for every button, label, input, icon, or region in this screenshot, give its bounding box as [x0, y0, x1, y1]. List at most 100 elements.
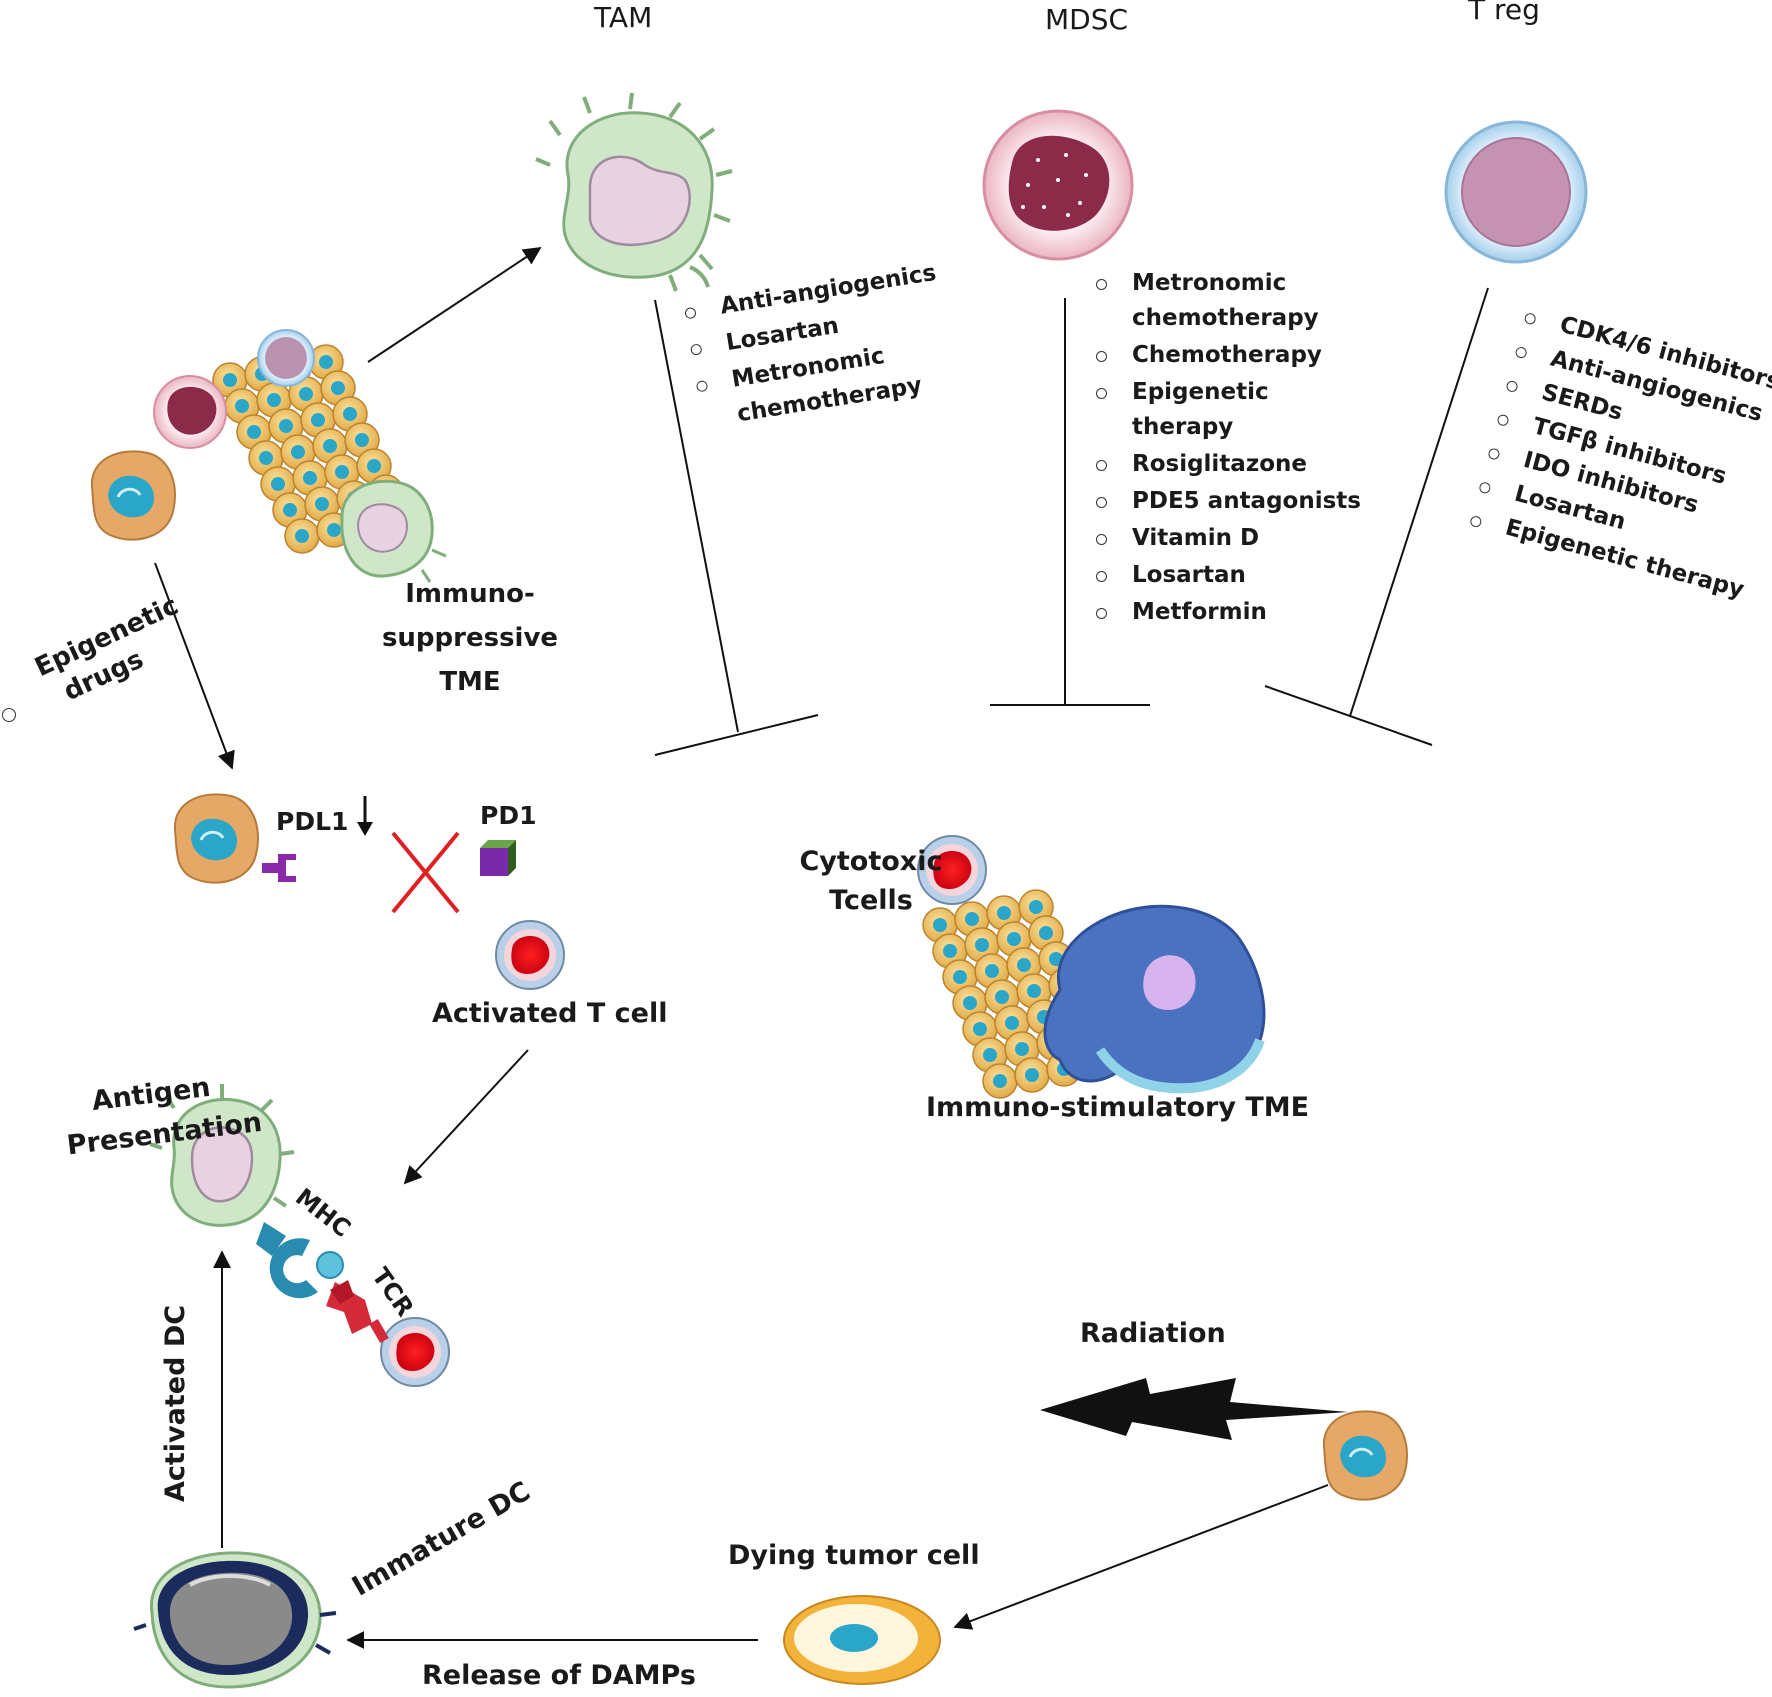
mhc-receptor-icon: [256, 1222, 344, 1299]
tumor-nucleus-icon: [965, 912, 979, 926]
tumor-nucleus-icon: [279, 419, 293, 433]
tumor-cell-pdl1: [173, 793, 259, 884]
mdsc-drug-item: Metronomic: [1094, 265, 1361, 302]
tumor-nucleus-icon: [1027, 984, 1041, 998]
epigenetic-bullet: [2, 708, 16, 722]
mdsc-drug-item: therapy: [1132, 414, 1234, 440]
tumor-nucleus-icon: [1039, 926, 1053, 940]
tumor-cluster-suppressive: [153, 329, 447, 583]
treg-cell: [1444, 120, 1588, 264]
tumor-nucleus-icon: [295, 529, 309, 543]
pd1-label: PD1: [480, 801, 537, 830]
tumor-nucleus-icon: [327, 523, 341, 537]
mdsc-cell: [982, 109, 1134, 261]
header-tam: TAM: [594, 1, 653, 34]
tumor-nucleus-icon: [973, 1022, 987, 1036]
tumor-nucleus-icon: [335, 465, 349, 479]
tumor-nucleus-icon: [943, 944, 957, 958]
activated-t-cell: [495, 920, 565, 990]
tumor-nucleus-icon: [259, 451, 273, 465]
tumor-nucleus-icon: [267, 393, 281, 407]
immunosuppressive-line: TME: [439, 666, 501, 697]
dying-tumor-cell: [783, 1595, 941, 1685]
tumor-nucleus-icon: [283, 503, 297, 517]
cytotoxic-line: Tcells: [829, 885, 913, 917]
tumor-nucleus-icon: [963, 996, 977, 1010]
tumor-nucleus-icon: [995, 990, 1009, 1004]
mdsc-drug-item: Epigenetic: [1094, 374, 1361, 411]
tumor-nucleus-icon: [993, 1074, 1007, 1088]
tumor-nucleus-icon: [303, 471, 317, 485]
cytotoxic-line: Cytotoxic: [799, 846, 943, 877]
immunosuppressive-line: suppressive: [381, 622, 559, 653]
radiation-label: Radiation: [1080, 1318, 1226, 1349]
tumor-nucleus-icon: [331, 381, 345, 395]
pdl1-label: PDL1: [276, 807, 349, 836]
tumor-nucleus-icon: [1029, 900, 1043, 914]
immature-dc-cell: [133, 1551, 337, 1689]
tcr-receptor-icon: [326, 1280, 389, 1344]
tumor-nucleus-icon: [311, 413, 325, 427]
tumor-nucleus-icon: [367, 459, 381, 473]
mdsc-drug-item: PDE5 antagonists: [1094, 483, 1361, 520]
mdsc-drug-item: Vitamin D: [1094, 520, 1361, 557]
tumor-nucleus-icon: [1005, 1016, 1019, 1030]
tumor-nucleus-icon: [1007, 932, 1021, 946]
mdsc-small-icon: [153, 375, 227, 449]
macrophage-icon: [1043, 904, 1266, 1094]
activated-dc-label: Activated DC: [160, 1304, 191, 1502]
header-treg: T reg: [1468, 0, 1540, 26]
treg-small-icon: [257, 329, 315, 387]
tam-small-icon: [340, 479, 447, 583]
tumor-nucleus-icon: [223, 373, 237, 387]
tumor-nucleus-icon: [299, 387, 313, 401]
tumor-nucleus-icon: [271, 477, 285, 491]
tumor-nucleus-icon: [247, 425, 261, 439]
arrow-tme-to-tam: [367, 247, 542, 363]
release-damps-label: Release of DAMPs: [422, 1660, 696, 1691]
arrow-activated-t-to-mhc: [403, 1049, 529, 1185]
inhibit-tam-bar: [654, 714, 819, 756]
tumor-nucleus-icon: [1025, 1068, 1039, 1082]
tumor-cell-radiation: [1322, 1410, 1408, 1501]
mdsc-drug-item: Chemotherapy: [1094, 337, 1361, 374]
down-arrow-icon: [357, 796, 373, 836]
immunostimulatory-label: Immuno-stimulatory TME: [926, 1092, 1310, 1123]
cytotoxic-tcells-label: Cytotoxic Tcells: [795, 844, 947, 918]
block-x-icon: [391, 831, 460, 914]
immunosuppressive-label: Immuno- suppressive TME: [375, 578, 565, 699]
connectors: [154, 247, 1489, 1649]
mdsc-drug-item: Rosiglitazone: [1094, 446, 1361, 483]
tumor-nucleus-icon: [975, 938, 989, 952]
inhibit-tam-stem: [654, 299, 739, 733]
tumor-nucleus-icon: [315, 497, 329, 511]
arrow-radiation-to-dying: [953, 1484, 1329, 1630]
tumor-nucleus-icon: [983, 1048, 997, 1062]
mdsc-drug-item: chemotherapy: [1132, 305, 1319, 331]
tumor-nucleus-icon: [343, 407, 357, 421]
lightning-bolt-icon: [1040, 1378, 1348, 1440]
tumor-nucleus-icon: [1017, 958, 1031, 972]
tumor-nucleus-icon: [953, 970, 967, 984]
inhibit-treg-stem: [1349, 287, 1489, 717]
tumor-nucleus-icon: [291, 445, 305, 459]
apc-cell: [149, 1084, 295, 1227]
tumor-nucleus-icon: [985, 964, 999, 978]
tumor-nucleus-icon: [323, 439, 337, 453]
tam-cell: [535, 92, 733, 292]
immunosuppressive-line: Immuno-: [405, 579, 535, 609]
tumor-nucleus-icon: [319, 355, 333, 369]
header-mdsc: MDSC: [1045, 3, 1129, 36]
mdsc-drug-item: Losartan: [1094, 557, 1361, 594]
tumor-nucleus-icon: [1015, 1042, 1029, 1056]
t-cell-tcr: [380, 1317, 450, 1387]
tumor-nucleus-icon: [355, 433, 369, 447]
pdl1-receptor-icon: [262, 854, 296, 882]
mdsc-drug-list: Metronomic chemotherapy Chemotherapy Epi…: [1094, 265, 1361, 631]
tumor-cell-left: [90, 450, 176, 541]
arrow-epigenetic-to-pdl1: [154, 562, 235, 770]
dying-tumor-cell-label: Dying tumor cell: [728, 1540, 980, 1571]
activated-t-cell-label: Activated T cell: [432, 998, 668, 1029]
